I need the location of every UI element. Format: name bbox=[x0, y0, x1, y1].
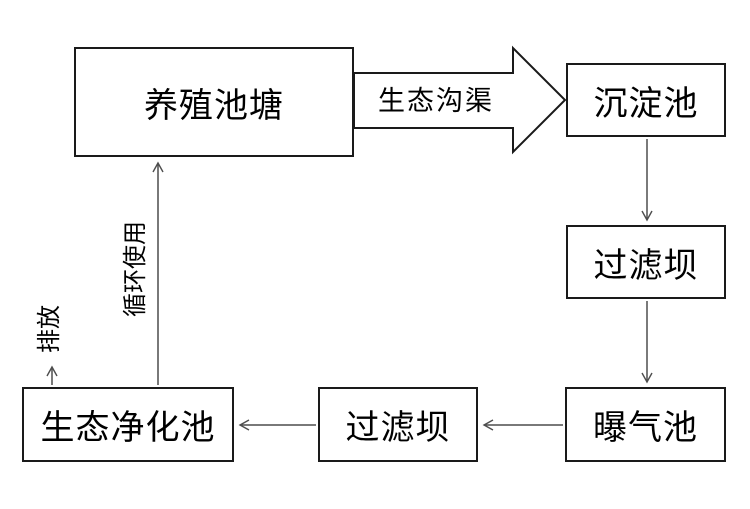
block-arrow-pond-to-sedimentation bbox=[353, 45, 567, 155]
node-aeration-pond: 曝气池 bbox=[565, 387, 726, 462]
edge-label-recycle-use: 循环使用 bbox=[122, 221, 149, 317]
node-label: 过滤坝 bbox=[593, 246, 699, 285]
node-aquaculture-pond: 养殖池塘 bbox=[74, 47, 354, 157]
node-filter-dam-upper: 过滤坝 bbox=[566, 225, 726, 299]
node-label: 曝气池 bbox=[593, 409, 698, 447]
node-label: 过滤坝 bbox=[345, 409, 451, 447]
edge-label-ecological-ditch: 生态沟渠 bbox=[378, 86, 494, 116]
node-ecological-purification-pond: 生态净化池 bbox=[22, 387, 234, 462]
node-filter-dam-lower: 过滤坝 bbox=[318, 387, 478, 462]
edge-label-discharge: 排放 bbox=[36, 305, 63, 353]
node-label: 养殖池塘 bbox=[144, 86, 284, 125]
node-label: 沉淀池 bbox=[593, 84, 699, 123]
node-label: 生态净化池 bbox=[40, 409, 216, 447]
node-sedimentation-pond: 沉淀池 bbox=[566, 63, 726, 137]
